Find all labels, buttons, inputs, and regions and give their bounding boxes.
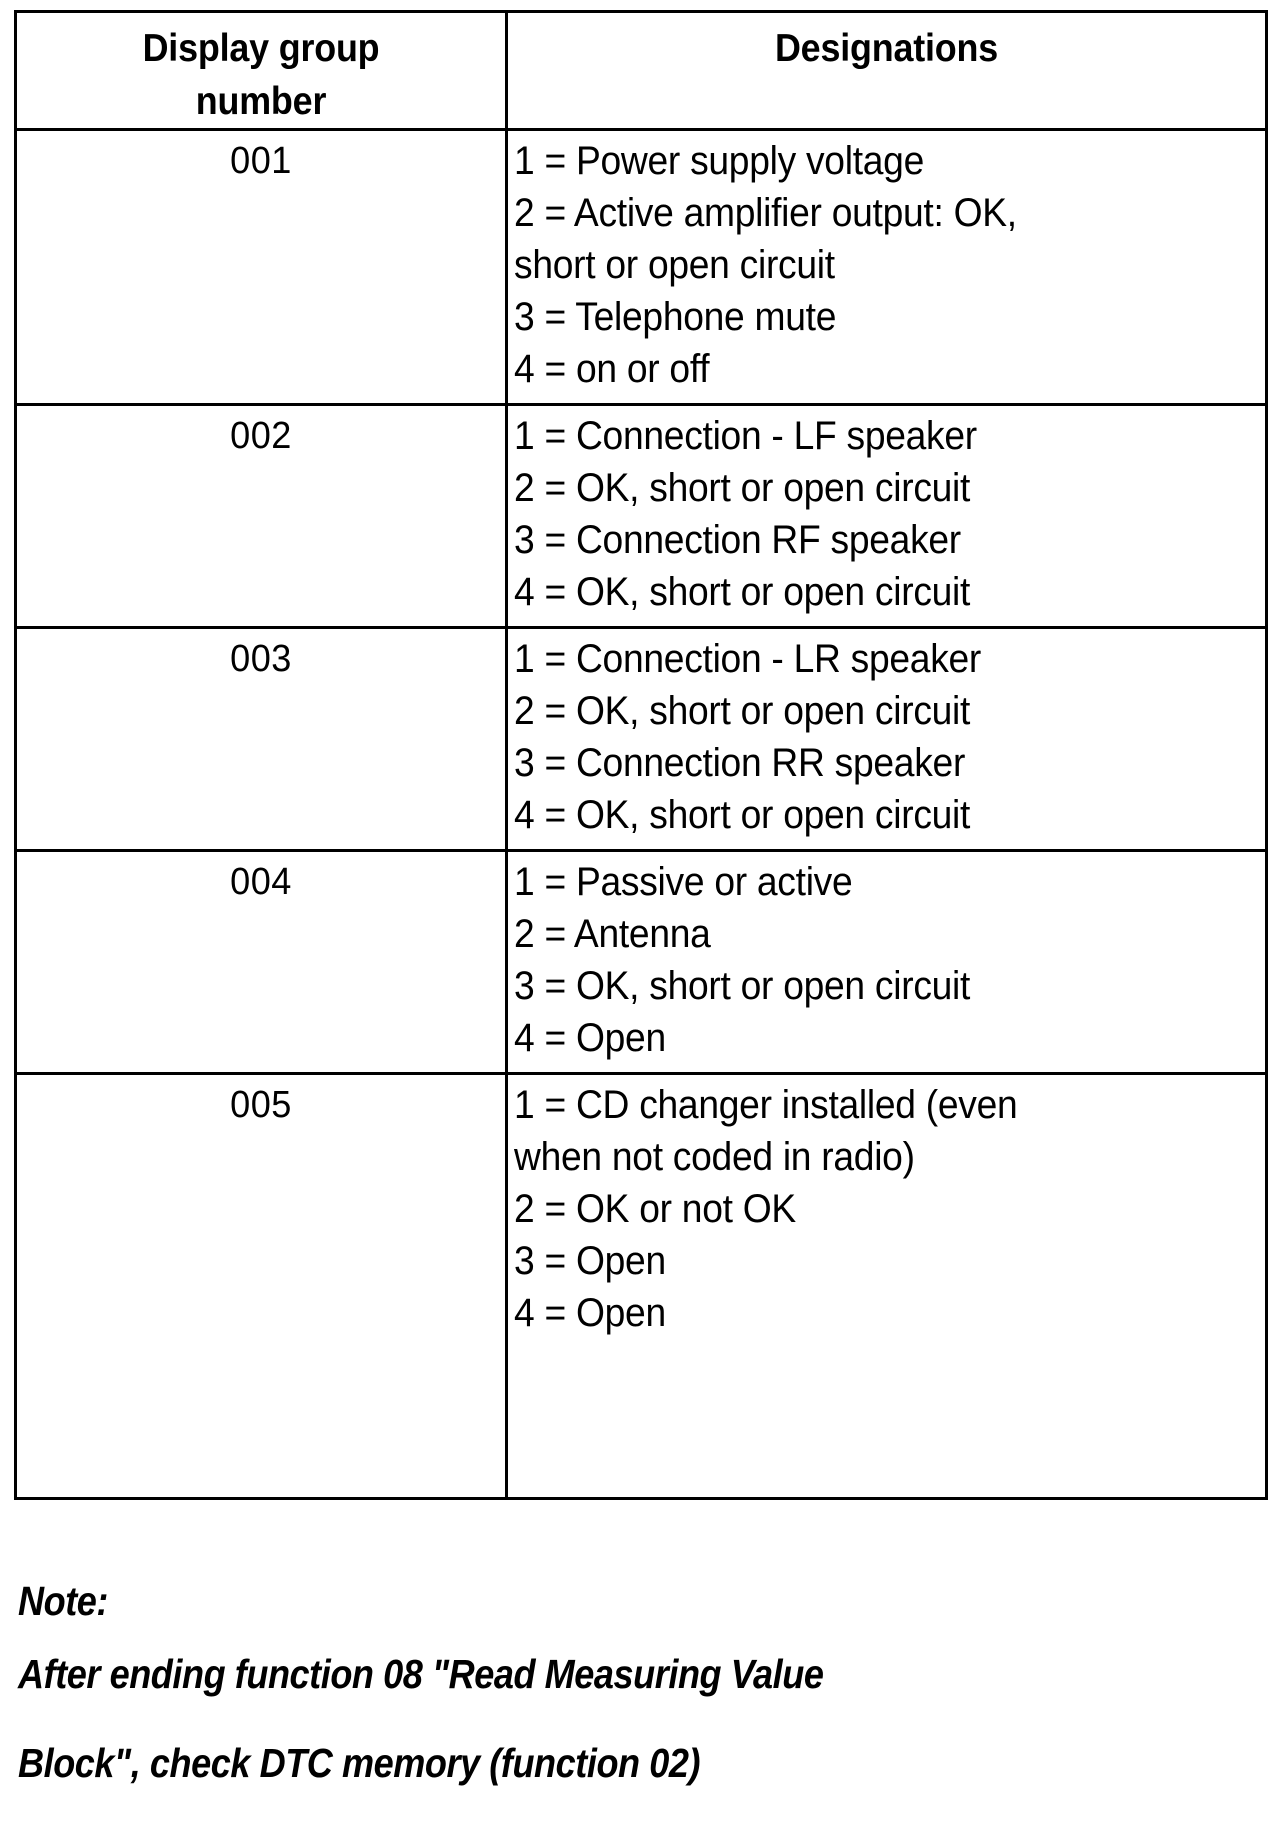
- cell-designations: 1 = Connection - LR speaker 2 = OK, short…: [505, 626, 1268, 852]
- column-header-display-group-number-label: Display group number: [142, 27, 380, 123]
- table-row: 004 1 = Passive or active 2 = Antenna 3 = O…: [14, 849, 1268, 1075]
- cell-display-group-number: 002: [14, 403, 508, 629]
- table-header: Display group number Designations: [14, 10, 1268, 131]
- designation-line: 2 = OK, short or open circuit: [514, 466, 971, 510]
- designation-line: 1 = Connection - LF speaker: [514, 414, 977, 458]
- designation-list: 1 = Passive or active 2 = Antenna 3 = OK, …: [508, 852, 1265, 1072]
- designation-list: 1 = Connection - LR speaker 2 = OK, short…: [508, 629, 1265, 849]
- designation-list: 1 = Connection - LF speaker 2 = OK, short…: [508, 406, 1265, 626]
- table-row: 002 1 = Connection - LF speaker 2 = OK, sh…: [14, 403, 1268, 629]
- designation-line: 3 = Connection RR speaker: [514, 741, 966, 785]
- table-row: 003 1 = Connection - LR speaker 2 = OK, sh…: [14, 626, 1268, 852]
- cell-display-group-number: 005: [14, 1072, 508, 1500]
- designation-line: 1 = Passive or active: [514, 860, 853, 904]
- column-header-designations: Designations: [505, 10, 1268, 131]
- designation-line: 3 = Connection RF speaker: [514, 518, 961, 562]
- designation-line: 4 = OK, short or open circuit: [514, 570, 971, 614]
- designation-line: 2 = Active amplifier output: OK,: [514, 191, 1017, 235]
- column-header-display-group-number: Display group number: [14, 10, 508, 131]
- designation-line: 2 = Antenna: [514, 912, 711, 956]
- designation-list: 1 = Power supply voltage 2 = Active ampli…: [508, 131, 1265, 403]
- designation-line: 4 = OK, short or open circuit: [514, 793, 971, 837]
- cell-designations: 1 = Passive or active 2 = Antenna 3 = OK, …: [505, 849, 1268, 1075]
- designation-line: 4 = Open: [514, 1291, 666, 1335]
- designation-line: 3 = OK, short or open circuit: [514, 964, 971, 1008]
- cell-designations: 1 = Connection - LF speaker 2 = OK, short…: [505, 403, 1268, 629]
- display-group-number-value: 001: [230, 140, 292, 182]
- cell-display-group-number: 004: [14, 849, 508, 1075]
- note-title: Note:: [18, 1578, 108, 1624]
- designation-line: 3 = Open: [514, 1239, 666, 1283]
- cell-display-group-number: 003: [14, 626, 508, 852]
- note-block: Note: After ending function 08 "Read Mea…: [18, 1572, 1258, 1808]
- display-group-table: Display group number Designations 001 1 =…: [14, 10, 1268, 1500]
- designation-line: when not coded in radio): [514, 1135, 915, 1179]
- designation-line: 2 = OK or not OK: [514, 1187, 796, 1231]
- cell-designations: 1 = Power supply voltage 2 = Active ampli…: [505, 128, 1268, 406]
- display-group-number-value: 005: [230, 1084, 292, 1126]
- table-body: 001 1 = Power supply voltage 2 = Active am…: [14, 128, 1268, 1500]
- note-line: Block", check DTC memory (function 02): [18, 1740, 701, 1786]
- table-row: 001 1 = Power supply voltage 2 = Active am…: [14, 128, 1268, 406]
- column-header-designations-label: Designations: [774, 27, 999, 70]
- designation-line: 1 = CD changer installed (even: [514, 1083, 1018, 1127]
- cell-display-group-number: 001: [14, 128, 508, 406]
- table-row: 005 1 = CD changer installed (even when no…: [14, 1072, 1268, 1500]
- designation-line: 2 = OK, short or open circuit: [514, 689, 971, 733]
- display-group-number-value: 004: [230, 861, 292, 903]
- designation-line: 4 = on or off: [514, 347, 710, 391]
- designation-line: 3 = Telephone mute: [514, 295, 837, 339]
- designation-line: 1 = Power supply voltage: [514, 139, 924, 183]
- row-trailing-space: [508, 1347, 1265, 1497]
- table-header-row: Display group number Designations: [14, 10, 1268, 131]
- designation-line: short or open circuit: [514, 243, 835, 287]
- designation-line: 1 = Connection - LR speaker: [514, 637, 982, 681]
- display-group-number-value: 002: [230, 415, 292, 457]
- designation-list: 1 = CD changer installed (even when not c…: [508, 1075, 1265, 1347]
- display-group-number-value: 003: [230, 638, 292, 680]
- cell-designations: 1 = CD changer installed (even when not c…: [505, 1072, 1268, 1500]
- designation-line: 4 = Open: [514, 1016, 666, 1060]
- note-line: After ending function 08 "Read Measuring…: [18, 1651, 824, 1697]
